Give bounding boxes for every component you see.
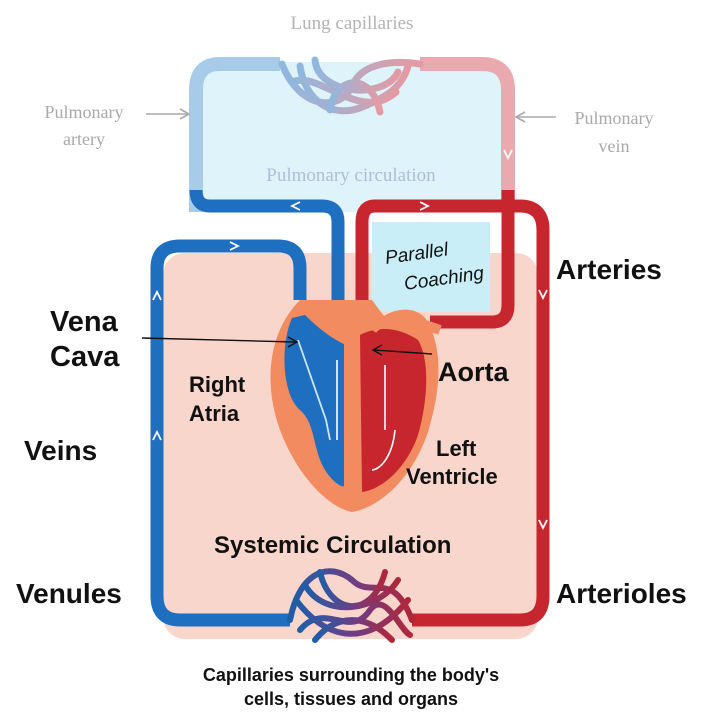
- pulmonary-circulation-label: Pulmonary circulation: [266, 165, 436, 186]
- right-atria-label-1: Right: [189, 372, 246, 397]
- left-ventricle-label-2: Ventricle: [406, 464, 498, 489]
- systemic-circulation-label: Systemic Circulation: [214, 532, 451, 559]
- lung-capillaries-label: Lung capillaries: [291, 13, 414, 34]
- pulmonary-vein-label-2: vein: [599, 136, 630, 156]
- pulmonary-loop: Lung capillaries Pulmonary circulation P…: [45, 13, 654, 212]
- right-atria-label-2: Atria: [189, 401, 240, 426]
- watermark: Parallel Coaching: [372, 222, 490, 312]
- arterioles-label: Arterioles: [556, 578, 687, 609]
- pulmonary-vein-label-1: Pulmonary: [575, 108, 654, 128]
- aorta-label: Aorta: [438, 357, 509, 387]
- vena-cava-label-1: Vena: [50, 306, 119, 338]
- caption-line-1: Capillaries surrounding the body's: [203, 665, 499, 685]
- pulmonary-artery-label-2: artery: [63, 129, 105, 149]
- vena-cava-label-2: Cava: [50, 341, 120, 373]
- caption-line-2: cells, tissues and organs: [244, 689, 458, 709]
- arteries-label: Arteries: [556, 254, 662, 285]
- veins-label: Veins: [24, 435, 97, 466]
- left-ventricle-label-1: Left: [436, 436, 477, 461]
- septum: [344, 300, 360, 496]
- venules-label: Venules: [16, 578, 122, 609]
- pulmonary-artery-label-1: Pulmonary: [45, 102, 124, 122]
